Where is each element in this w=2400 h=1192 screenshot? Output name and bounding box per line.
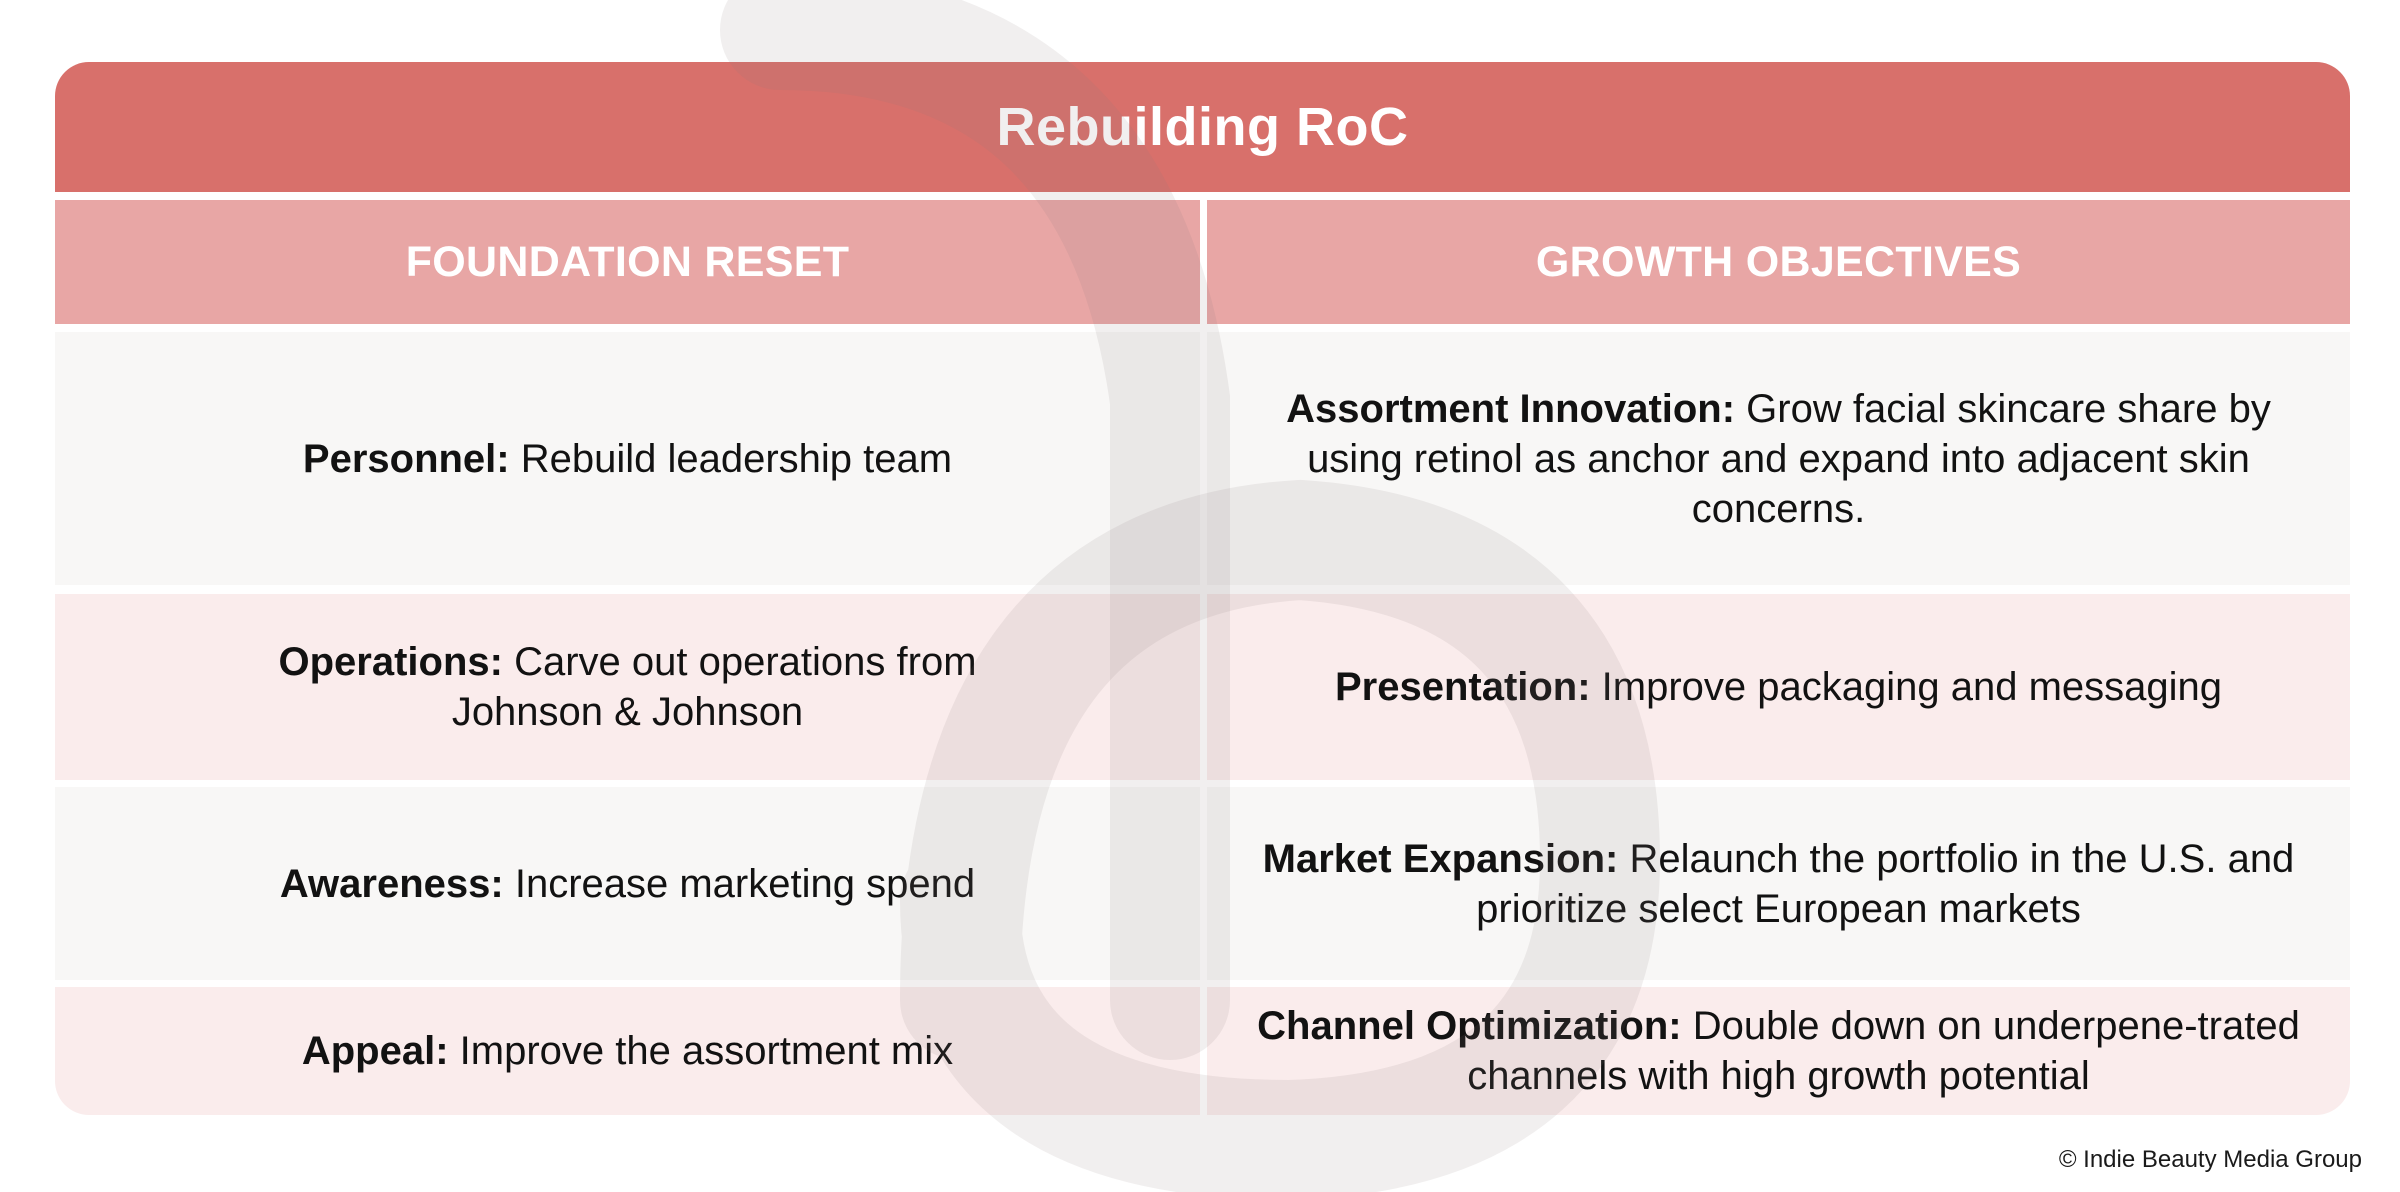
cell-body: Improve packaging and messaging bbox=[1590, 665, 2223, 709]
cell-text: Appeal: Improve the assortment mix bbox=[302, 1026, 953, 1076]
cell-label: Channel Optimization: bbox=[1257, 1004, 1682, 1048]
cell-label: Personnel: bbox=[302, 436, 510, 481]
table-cell: Personnel: Rebuild leadership team bbox=[55, 332, 1200, 585]
cell-text: Operations: Carve out operations from Jo… bbox=[255, 637, 1000, 737]
page-title: Rebuilding RoC bbox=[996, 97, 1409, 157]
header-foundation-reset: FOUNDATION RESET bbox=[55, 200, 1200, 324]
cell-body: Grow facial skincare share by using reti… bbox=[1307, 386, 2271, 531]
table-cell: Assortment Innovation: Grow facial skinc… bbox=[1207, 332, 2350, 585]
column-header-right: GROWTH OBJECTIVES bbox=[1535, 237, 2022, 286]
table-cell: Presentation: Improve packaging and mess… bbox=[1207, 594, 2350, 780]
header-growth-objectives: GROWTH OBJECTIVES bbox=[1207, 200, 2350, 324]
table-cell: Channel Optimization: Double down on und… bbox=[1207, 987, 2350, 1115]
cell-body: Improve the assortment mix bbox=[448, 1029, 954, 1073]
cell-label: Appeal: bbox=[301, 1029, 449, 1073]
cell-label: Awareness: bbox=[279, 861, 504, 906]
table-cell: Operations: Carve out operations from Jo… bbox=[55, 594, 1200, 780]
column-header-left: FOUNDATION RESET bbox=[405, 237, 850, 286]
cell-body: Increase marketing spend bbox=[503, 861, 976, 906]
cell-text: Presentation: Improve packaging and mess… bbox=[1335, 662, 2222, 712]
cell-body: Carve out operations from Johnson & John… bbox=[451, 640, 977, 734]
cell-body: Relaunch the portfolio in the U.S. and p… bbox=[1476, 836, 2295, 931]
comparison-table: Rebuilding RoC FOUNDATION RESET GROWTH O… bbox=[55, 62, 2350, 1115]
table-cell: Market Expansion: Relaunch the portfolio… bbox=[1207, 787, 2350, 980]
cell-text: Assortment Innovation: Grow facial skinc… bbox=[1267, 384, 2290, 534]
title-bar: Rebuilding RoC bbox=[55, 62, 2350, 192]
copyright-text: © Indie Beauty Media Group bbox=[2058, 1146, 2362, 1173]
cell-label: Market Expansion: bbox=[1262, 836, 1619, 881]
cell-text: Personnel: Rebuild leadership team bbox=[303, 434, 952, 484]
cell-body: Rebuild leadership team bbox=[509, 436, 953, 481]
table-cell: Awareness: Increase marketing spend bbox=[55, 787, 1200, 980]
cell-text: Channel Optimization: Double down on und… bbox=[1257, 1001, 2300, 1101]
table-cell: Appeal: Improve the assortment mix bbox=[55, 987, 1200, 1115]
cell-body: Double down on underpene-trated channels… bbox=[1467, 1004, 2300, 1098]
cell-label: Presentation: bbox=[1334, 665, 1591, 709]
cell-text: Awareness: Increase marketing spend bbox=[280, 859, 975, 909]
cell-label: Assortment Innovation: bbox=[1286, 386, 1736, 431]
cell-text: Market Expansion: Relaunch the portfolio… bbox=[1257, 834, 2300, 934]
cell-label: Operations: bbox=[278, 640, 503, 684]
